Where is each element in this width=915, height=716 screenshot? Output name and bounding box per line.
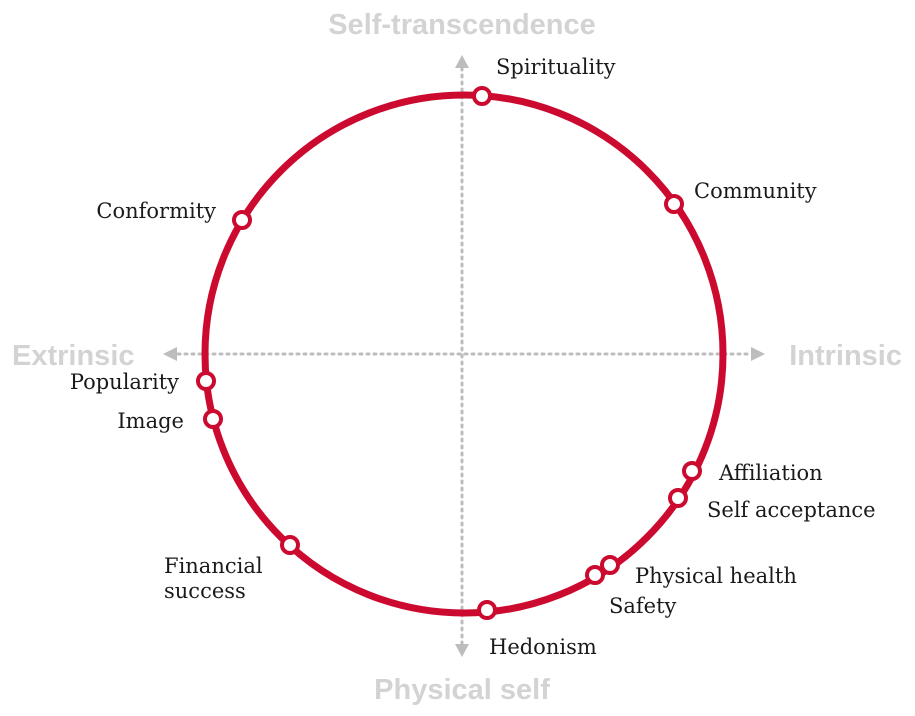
goal-markers bbox=[196, 86, 702, 620]
label-community: Community bbox=[694, 179, 817, 203]
axis-label-bottom: Physical self bbox=[374, 674, 550, 706]
marker-image bbox=[203, 409, 223, 429]
label-hedonism: Hedonism bbox=[489, 635, 597, 659]
marker-spirituality bbox=[472, 86, 492, 106]
marker-self-acceptance bbox=[668, 488, 688, 508]
label-affiliation-line: Affiliation bbox=[718, 461, 823, 485]
label-spirituality-line: Spirituality bbox=[496, 55, 616, 79]
label-popularity-line: Popularity bbox=[70, 370, 179, 394]
marker-popularity bbox=[196, 371, 216, 391]
label-safety: Safety bbox=[609, 594, 677, 618]
axis-label-right: Intrinsic bbox=[789, 340, 902, 372]
axis-label-left: Extrinsic bbox=[12, 340, 135, 372]
goal-labels: Spirituality Community Conformity Popula… bbox=[70, 55, 876, 659]
label-image-line: Image bbox=[117, 409, 184, 433]
axis-label-top: Self-transcendence bbox=[328, 9, 596, 41]
marker-physical-health bbox=[600, 555, 620, 575]
label-financial-success-line-1: Financial bbox=[164, 554, 263, 578]
label-image: Image bbox=[117, 409, 184, 433]
label-physical-health: Physical health bbox=[635, 564, 797, 588]
label-financial-success-line-2: success bbox=[164, 579, 246, 603]
label-popularity: Popularity bbox=[70, 370, 179, 394]
label-hedonism-line: Hedonism bbox=[489, 635, 597, 659]
arrow-left-icon bbox=[163, 347, 177, 361]
marker-hedonism bbox=[477, 600, 497, 620]
label-safety-line: Safety bbox=[609, 594, 677, 618]
axes bbox=[163, 55, 765, 657]
label-self-acceptance: Self acceptance bbox=[707, 498, 876, 522]
label-financial-success: Financial success bbox=[164, 554, 269, 603]
circumplex-circle bbox=[201, 91, 727, 617]
label-conformity-line: Conformity bbox=[96, 199, 216, 223]
marker-affiliation bbox=[682, 461, 702, 481]
arrow-down-icon bbox=[455, 644, 469, 657]
label-conformity: Conformity bbox=[96, 199, 216, 223]
label-community-line: Community bbox=[694, 179, 817, 203]
label-self-acceptance-line: Self acceptance bbox=[707, 498, 876, 522]
arrow-right-icon bbox=[751, 347, 765, 361]
label-spirituality: Spirituality bbox=[496, 55, 616, 79]
marker-safety bbox=[585, 565, 605, 585]
label-affiliation: Affiliation bbox=[718, 461, 823, 485]
arrow-up-icon bbox=[455, 55, 469, 68]
marker-financial-success bbox=[280, 535, 300, 555]
marker-community bbox=[664, 194, 684, 214]
label-physical-health-line: Physical health bbox=[635, 564, 797, 588]
marker-conformity bbox=[232, 210, 252, 230]
